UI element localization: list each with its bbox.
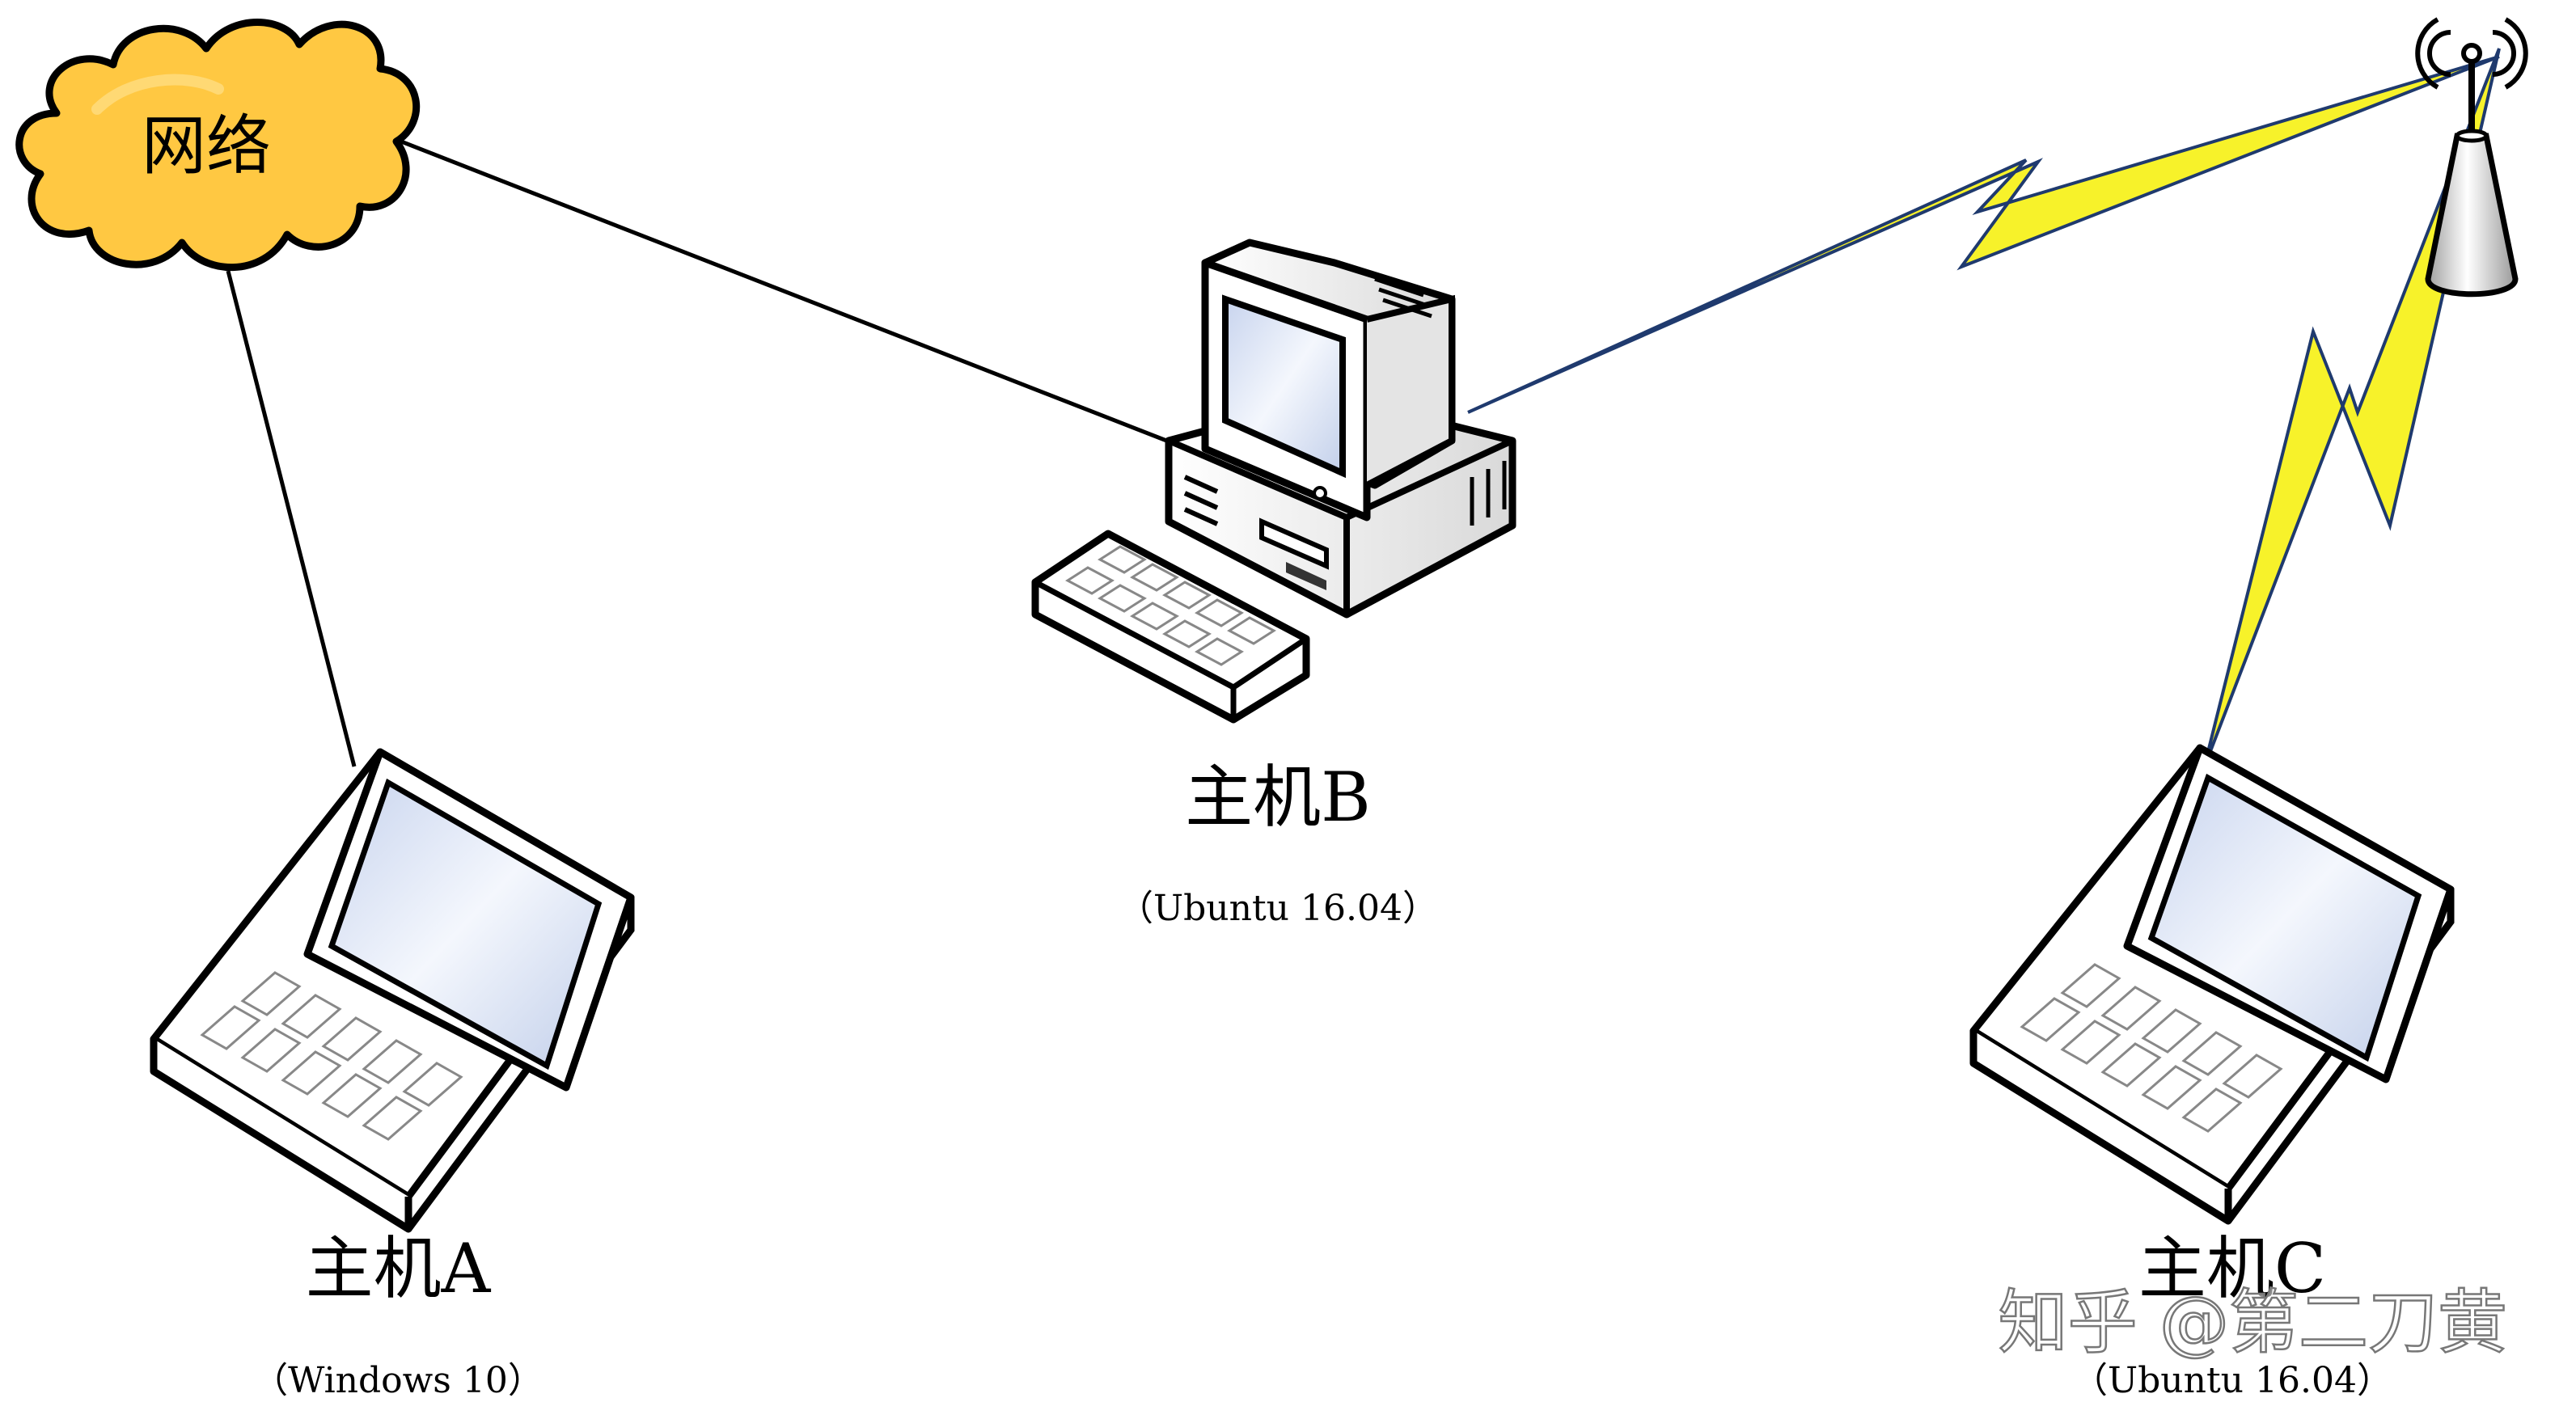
wireless-access-point xyxy=(2415,17,2528,298)
cloud-shape xyxy=(15,19,421,272)
host-b-name: 主机B xyxy=(1185,758,1371,837)
laptop-icon-host-a xyxy=(150,748,635,1233)
antenna-body xyxy=(2425,133,2519,298)
host-c-name: 主机C xyxy=(2138,1229,2326,1308)
link-network-to-host-a xyxy=(226,270,357,767)
host-a-name: 主机A xyxy=(306,1229,492,1308)
link-network-to-host-b xyxy=(386,133,1174,446)
laptop-icon-host-c xyxy=(1969,744,2455,1225)
desktop-computer-icon xyxy=(1031,239,1516,724)
wireless-link-host-c xyxy=(2202,48,2501,769)
desktop-screen xyxy=(1222,294,1346,479)
host-b-os: （Ubuntu 16.04） xyxy=(1118,888,1438,929)
watermark: 知乎 @第二刀黄 xyxy=(1999,1282,2507,1363)
network-cloud: 网络 xyxy=(15,19,421,272)
cloud-label: 网络 xyxy=(142,108,271,184)
host-a-os: （Windows 10） xyxy=(252,1360,544,1401)
wireless-link-host-b xyxy=(1467,55,2500,414)
host-c-os: （Ubuntu 16.04） xyxy=(2072,1360,2392,1401)
wifi-signal-icon xyxy=(2415,17,2528,90)
laptop-a-screen xyxy=(328,778,603,1071)
laptop-c-screen xyxy=(2147,773,2422,1062)
